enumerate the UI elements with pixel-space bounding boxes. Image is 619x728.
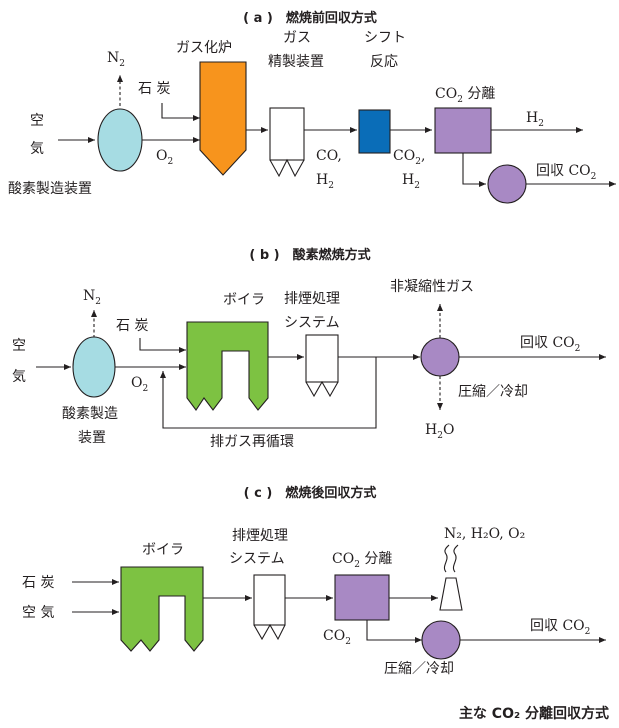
recirc-label: 排ガス再循環 bbox=[210, 434, 294, 450]
air-label-b1: 空 bbox=[12, 338, 26, 354]
shift-reactor bbox=[358, 109, 391, 154]
flue-label-c2: システム bbox=[229, 551, 285, 567]
air-label-b2: 気 bbox=[12, 369, 26, 385]
flue-label-c1: 排煙処理 bbox=[232, 528, 288, 544]
gas-clean-label-1: ガス bbox=[283, 30, 311, 46]
shift-label-1: シフト bbox=[364, 30, 406, 46]
recover-label-a: 回収 CO2 bbox=[536, 163, 596, 182]
recirculation-loop bbox=[160, 357, 377, 429]
coal-label: 石 炭 bbox=[138, 81, 170, 97]
gasifier bbox=[199, 61, 247, 176]
gas-cleanup-unit bbox=[269, 107, 305, 178]
air-separation-unit-b bbox=[72, 336, 116, 398]
panel-b: ( b ) 酸素燃焼方式 N2 空 気 酸素製造 装置 O2 石 炭 ボイラ 排… bbox=[12, 247, 606, 450]
air-label-2: 気 bbox=[30, 141, 44, 157]
panel-c-title: ( c ) 燃焼後回収方式 bbox=[244, 485, 377, 501]
o2-label-b: O2 bbox=[131, 375, 148, 394]
coal-label-b: 石 炭 bbox=[116, 318, 148, 334]
panel-a-title: ( a ) 燃焼前回収方式 bbox=[243, 10, 377, 26]
compressor-b bbox=[420, 337, 460, 377]
coal-label-c: 石 炭 bbox=[22, 575, 54, 591]
co2-label-c: CO2 bbox=[323, 628, 351, 647]
co2-separator-c bbox=[334, 574, 390, 621]
boiler-b bbox=[186, 321, 269, 411]
h2o-label: H2O bbox=[425, 422, 454, 441]
n2-label: N2 bbox=[107, 50, 125, 69]
separator-label-a: CO2 分離 bbox=[435, 85, 495, 105]
air-label-c: 空 気 bbox=[22, 605, 54, 621]
compress-label-b: 圧縮／冷却 bbox=[458, 384, 528, 400]
air-separation-unit bbox=[97, 108, 143, 172]
gasifier-label: ガス化炉 bbox=[176, 40, 232, 56]
recover-label-c: 回収 CO2 bbox=[530, 618, 590, 637]
boiler-label-b: ボイラ bbox=[223, 292, 265, 308]
boiler-c bbox=[120, 566, 204, 652]
coal-arrow-b bbox=[139, 338, 186, 353]
compressor-c bbox=[421, 620, 461, 660]
co2-to-compressor-arrow bbox=[462, 153, 486, 187]
panel-a: ( a ) 燃焼前回収方式 N2 空 気 酸素製造装置 O2 石 炭 ガス化炉 … bbox=[8, 10, 616, 204]
noncond-label: 非凝縮性ガス bbox=[390, 279, 474, 295]
stack bbox=[439, 544, 463, 611]
stack-gas-label: N₂, H₂O, O₂ bbox=[444, 526, 525, 542]
panel-b-title: ( b ) 酸素燃焼方式 bbox=[249, 247, 370, 263]
separator-label-c: CO2 分離 bbox=[332, 550, 392, 570]
h2-label-2: H2 bbox=[402, 172, 420, 191]
co2-label-a: CO2, bbox=[393, 148, 425, 167]
panel-c: ( c ) 燃焼後回収方式 ボイラ 排煙処理 システム CO2 分離 N₂, H… bbox=[22, 485, 606, 677]
asu-label-b2: 装置 bbox=[78, 430, 106, 446]
n2-label-b: N2 bbox=[83, 288, 101, 307]
air-label-1: 空 bbox=[30, 113, 44, 129]
shift-label-2: 反応 bbox=[370, 54, 398, 70]
gas-clean-label-2: 精製装置 bbox=[268, 54, 324, 70]
compressor-a bbox=[487, 164, 527, 204]
h2-label-1: H2 bbox=[316, 172, 334, 191]
compress-label-c: 圧縮／冷却 bbox=[384, 661, 454, 677]
o2-label: O2 bbox=[156, 148, 173, 167]
flue-label-b1: 排煙処理 bbox=[284, 291, 340, 307]
co2-to-compressor-arrow-c bbox=[366, 620, 422, 643]
flue-label-b2: システム bbox=[284, 315, 340, 331]
co-label: CO, bbox=[316, 148, 342, 164]
flue-gas-treatment-b bbox=[305, 334, 339, 398]
recover-label-b: 回収 CO2 bbox=[520, 335, 580, 354]
co2-separator-a bbox=[434, 107, 492, 154]
boiler-label-c: ボイラ bbox=[142, 542, 184, 558]
figure-caption: 主な CO₂ 分離回収方式 bbox=[459, 705, 609, 722]
coal-arrow bbox=[161, 103, 200, 121]
asu-label-b1: 酸素製造 bbox=[62, 406, 118, 422]
flue-gas-treatment-c bbox=[253, 574, 286, 641]
asu-label: 酸素製造装置 bbox=[8, 181, 92, 197]
h2-out-label: H2 bbox=[526, 110, 544, 129]
